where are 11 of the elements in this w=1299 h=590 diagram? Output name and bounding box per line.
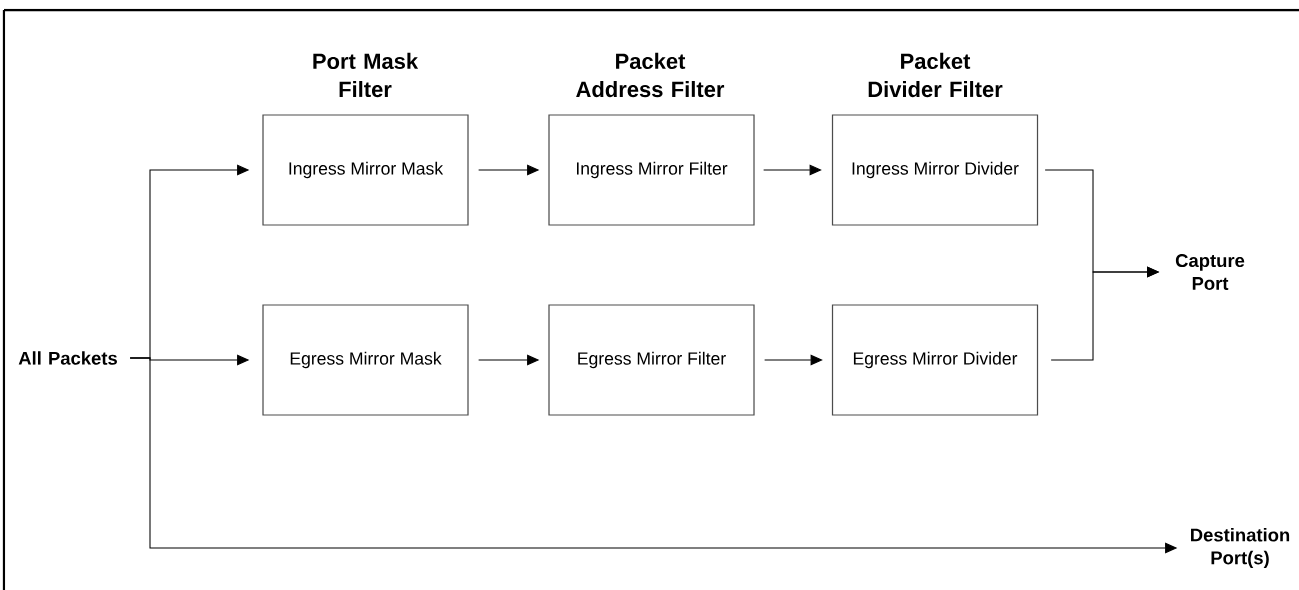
filter-box: Egress Mirror Mask [262, 304, 469, 416]
flow-label: Capture Port [1175, 254, 1245, 290]
filter-box: Ingress Mirror Mask [262, 114, 469, 226]
flow-label: All Packets [18, 351, 117, 365]
filter-box: Egress Mirror Filter [548, 304, 755, 416]
flow-label: Destination Port(s) [1191, 528, 1290, 569]
filter-box: Ingress Mirror Divider [831, 114, 1039, 226]
filter-box: Egress Mirror Divider [831, 304, 1039, 416]
arrow [763, 164, 822, 176]
filter-box: Ingress Mirror Filter [548, 114, 755, 226]
arrow [764, 354, 823, 366]
